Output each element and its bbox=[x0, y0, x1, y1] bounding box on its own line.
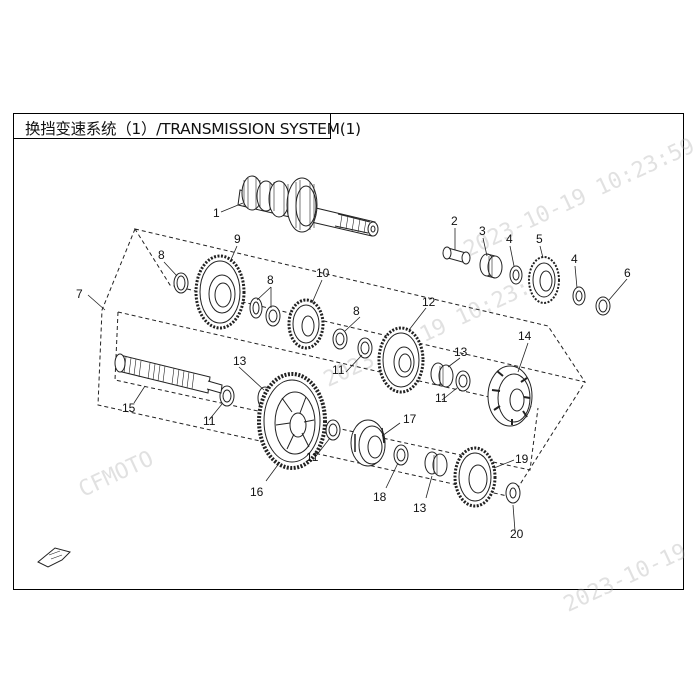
part-label-4: 4 bbox=[571, 252, 578, 266]
part-label-13: 13 bbox=[233, 354, 247, 368]
part-18-washer bbox=[393, 444, 409, 466]
part-label-9: 9 bbox=[234, 232, 241, 246]
part-8-washer-c bbox=[265, 305, 281, 327]
part-20-washer bbox=[505, 482, 521, 504]
part-13-bearing-a bbox=[430, 362, 454, 388]
part-2-sleeve bbox=[442, 246, 471, 265]
title-box bbox=[13, 113, 331, 139]
part-label-18: 18 bbox=[373, 490, 387, 504]
part-label-1: 1 bbox=[213, 206, 220, 220]
input-shaft bbox=[237, 175, 379, 237]
part-8-washer-b bbox=[249, 297, 263, 319]
part-label-17: 17 bbox=[403, 412, 417, 426]
part-label-11: 11 bbox=[306, 450, 319, 464]
part-8-washer-d bbox=[332, 328, 348, 350]
part-9-gear bbox=[194, 254, 246, 330]
part-16-gear bbox=[257, 372, 327, 470]
part-label-10: 10 bbox=[316, 266, 330, 280]
part-label-8: 8 bbox=[158, 248, 165, 262]
front-arrow-icon bbox=[37, 547, 71, 568]
part-13-bearing-c bbox=[424, 451, 448, 477]
part-label-8: 8 bbox=[353, 304, 360, 318]
part-label-2: 2 bbox=[451, 214, 458, 228]
part-label-11: 11 bbox=[332, 363, 345, 377]
part-label-12: 12 bbox=[422, 295, 436, 309]
part-15-main-shaft bbox=[114, 353, 223, 394]
part-label-15: 15 bbox=[122, 401, 136, 415]
part-label-8: 8 bbox=[267, 273, 274, 287]
part-label-20: 20 bbox=[510, 527, 524, 541]
part-4-washer-b bbox=[572, 286, 586, 306]
part-10-gear bbox=[287, 298, 325, 350]
part-11-washer-b bbox=[455, 370, 471, 392]
part-label-11: 11 bbox=[435, 391, 448, 405]
part-label-19: 19 bbox=[515, 452, 529, 466]
part-4-washer-a bbox=[509, 265, 523, 285]
part-3-needle-bearing bbox=[479, 253, 503, 279]
part-17-gear bbox=[350, 419, 386, 467]
part-label-11: 11 bbox=[203, 414, 216, 428]
part-6-circlip bbox=[595, 296, 611, 316]
part-11-washer-d bbox=[325, 419, 341, 441]
part-11-washer-a bbox=[357, 337, 373, 359]
part-5-gear bbox=[528, 256, 560, 304]
diagram-frame bbox=[13, 113, 684, 590]
part-label-5: 5 bbox=[536, 232, 543, 246]
part-19-gear bbox=[453, 446, 497, 508]
part-label-3: 3 bbox=[479, 224, 486, 238]
part-12-gear bbox=[377, 326, 425, 394]
part-8-washer-a bbox=[173, 272, 189, 294]
part-labels: 1234456788891011111111121313131415161718… bbox=[76, 206, 631, 541]
part-label-4: 4 bbox=[506, 232, 513, 246]
part-label-6: 6 bbox=[624, 266, 631, 280]
part-label-16: 16 bbox=[250, 485, 264, 499]
part-label-7: 7 bbox=[76, 287, 83, 301]
part-11-washer-c bbox=[219, 385, 235, 407]
part-label-13: 13 bbox=[454, 345, 468, 359]
part-label-14: 14 bbox=[518, 329, 532, 343]
part-14-shift-dog bbox=[487, 365, 533, 427]
part-label-13: 13 bbox=[413, 501, 427, 515]
diagram-title: 换挡变速系统（1）/TRANSMISSION SYSTEM(1) bbox=[25, 120, 361, 138]
leader-lines bbox=[87, 202, 628, 532]
